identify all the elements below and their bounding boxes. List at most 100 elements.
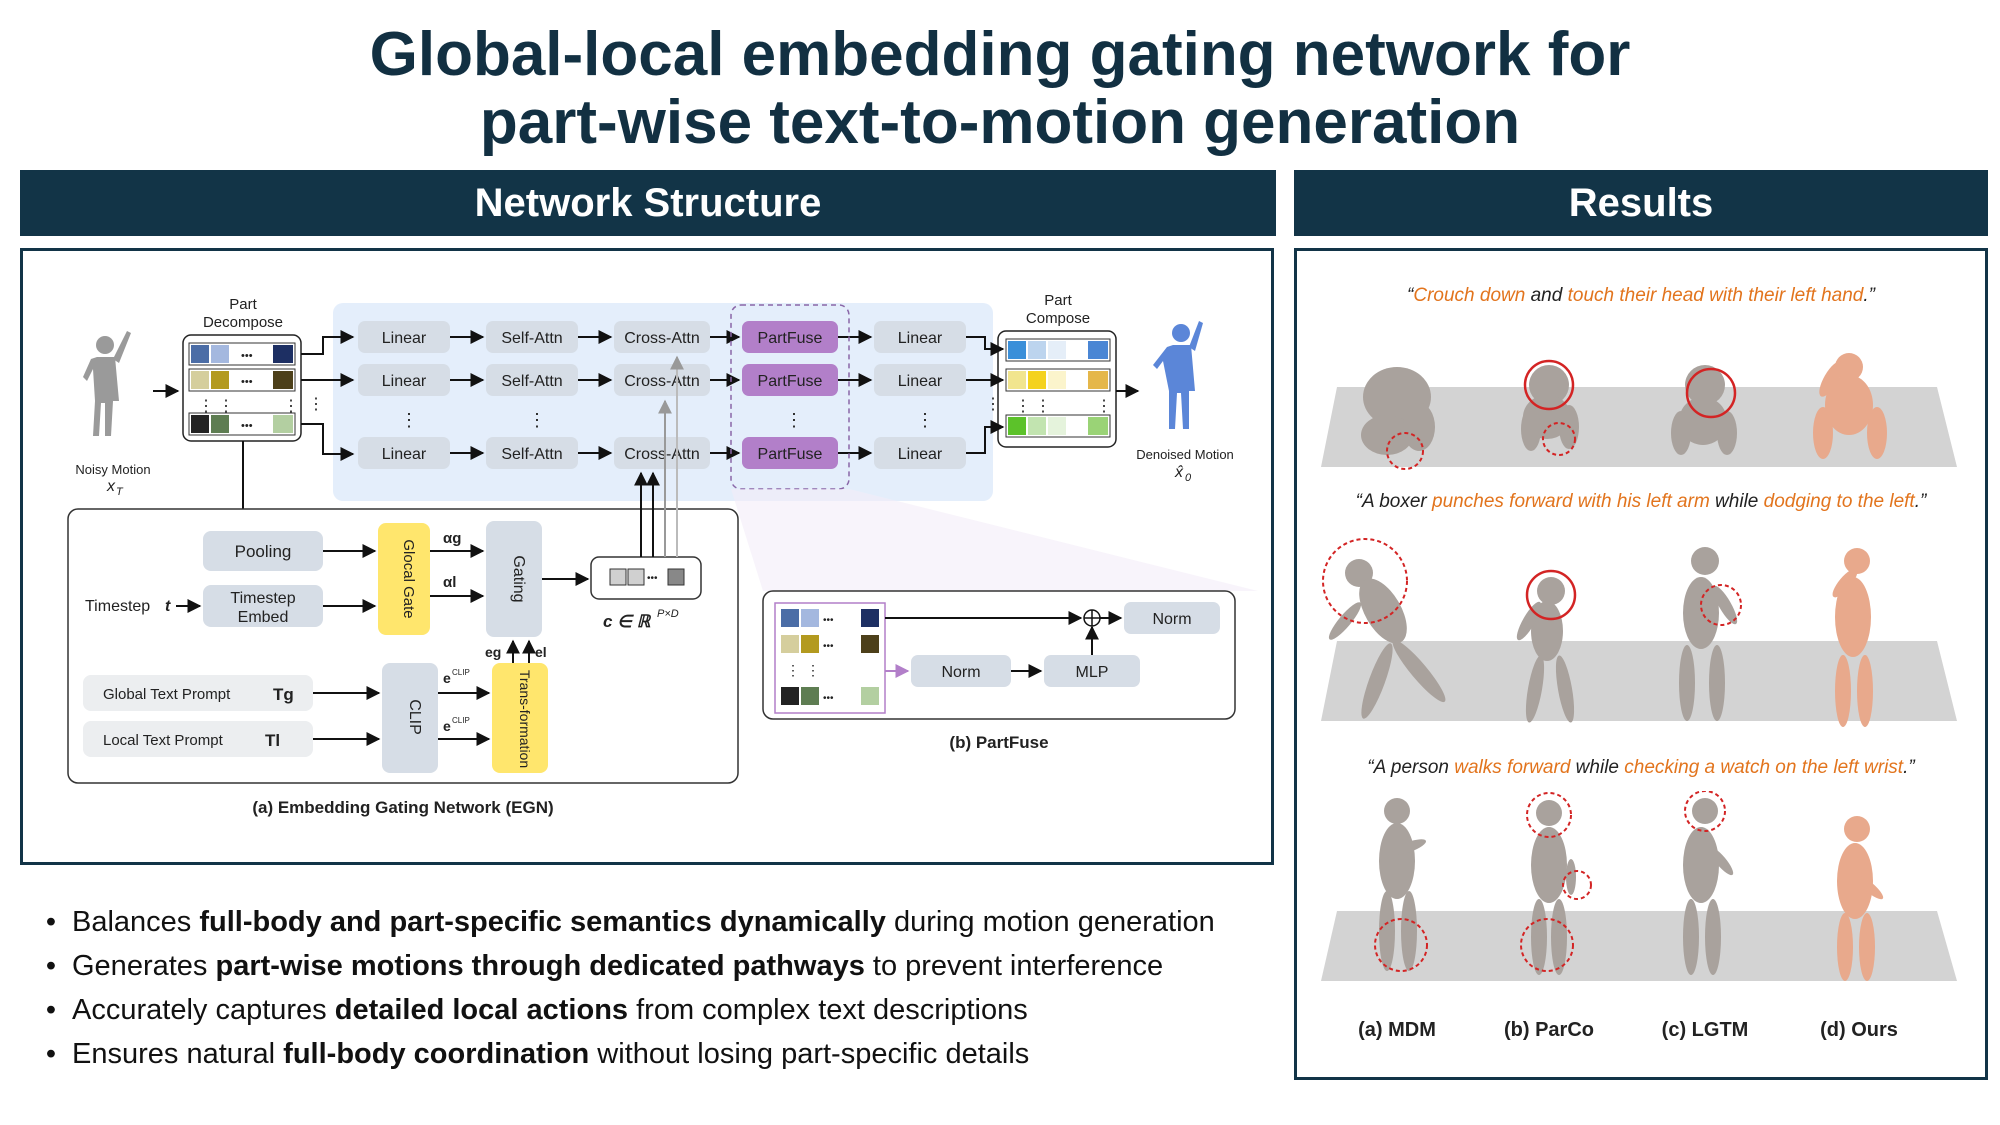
denoised-motion-symbol: x̂ [1174, 464, 1184, 481]
linear-block: Linear [382, 330, 427, 347]
condition-formula-sup: P×D [657, 608, 679, 620]
svg-text:⋮: ⋮ [1035, 398, 1051, 415]
pooling-block: Pooling [235, 542, 292, 561]
svg-text:PartFuse: PartFuse [758, 373, 823, 390]
svg-text:CLIP: CLIP [452, 668, 470, 677]
stream-row-1: Linear Self-Attn Cross-Attn PartFuse Lin… [358, 321, 966, 353]
svg-text:⋮: ⋮ [400, 410, 418, 430]
figure-mdm-2 [1328, 559, 1446, 719]
figure-ours-2 [1832, 548, 1873, 727]
svg-text:Self-Attn: Self-Attn [501, 446, 562, 463]
compose-row-1 [1005, 338, 1111, 362]
bullet-item: •Accurately captures detailed local acti… [45, 994, 1028, 1026]
linear-block: Linear [898, 330, 943, 347]
svg-text:⋮: ⋮ [283, 398, 299, 415]
transformation-block: Trans-formation [517, 670, 533, 768]
bullet-item: •Generates part-wise motions through ded… [45, 950, 1164, 982]
result-prompt-3: “A person walks forward while checking a… [1367, 757, 1915, 778]
svg-text:•••: ••• [241, 420, 253, 432]
method-label-mdm: (a) MDM [1358, 1019, 1436, 1041]
svg-text:•••: ••• [647, 573, 658, 584]
e-l-label: el [535, 644, 547, 660]
result-row-2 [1321, 538, 1957, 727]
egn-caption: (a) Embedding Gating Network (EGN) [252, 798, 553, 817]
noisy-motion-sub: T [116, 486, 124, 498]
gating-block: Gating [510, 555, 527, 602]
denoised-motion-sub: 0 [1185, 472, 1192, 484]
part-compose-label-1: Part [1044, 292, 1072, 309]
compose-row-2 [1005, 368, 1111, 392]
noisy-motion-figure [83, 331, 131, 436]
denoised-motion-label: Denoised Motion [1136, 447, 1234, 462]
condition-box [590, 556, 702, 600]
svg-text:•••: ••• [241, 376, 253, 388]
alpha-g-label: αg [443, 530, 461, 547]
results-panel: “Crouch down and touch their head with t… [1294, 248, 1988, 1080]
svg-text:Self-Attn: Self-Attn [501, 373, 562, 390]
svg-text:•••: ••• [241, 350, 253, 362]
norm-block: Norm [941, 664, 980, 681]
cross-attn-block: Cross-Attn [624, 330, 700, 347]
network-diagram: Noisy Motion x T Part Decompose ••• ••• … [67, 292, 1258, 817]
figure-parco-2 [1516, 577, 1575, 723]
svg-text:⋮: ⋮ [985, 396, 1001, 413]
figure-lgtm-3 [1683, 798, 1734, 975]
glocal-gate-block: Glocal Gate [400, 539, 417, 618]
svg-text:•••: ••• [823, 615, 834, 626]
stream-row-2: Linear Self-Attn Cross-Attn PartFuse Lin… [358, 364, 966, 396]
self-attn-block: Self-Attn [501, 330, 562, 347]
figure-ours-1 [1813, 353, 1887, 459]
svg-text:PartFuse: PartFuse [758, 446, 823, 463]
svg-text:Linear: Linear [898, 373, 943, 390]
svg-text:•••: ••• [823, 693, 834, 704]
svg-text:Linear: Linear [382, 446, 427, 463]
global-prompt-symbol: Tg [273, 685, 294, 704]
bullet-item: •Balances full-body and part-specific se… [45, 906, 1215, 938]
e-g-label: eg [485, 644, 501, 660]
svg-text:⋮: ⋮ [916, 410, 934, 430]
timestep-label: Timestep [85, 598, 150, 615]
local-prompt-symbol: Tl [265, 731, 280, 750]
network-structure-panel: Noisy Motion x T Part Decompose ••• ••• … [20, 248, 1274, 865]
svg-text:Cross-Attn: Cross-Attn [624, 373, 700, 390]
decompose-row-2: ••• [188, 368, 296, 392]
part-decompose-label-1: Part [229, 296, 257, 313]
mlp-block: MLP [1076, 664, 1109, 681]
timestep-embed-block-1: Timestep [230, 590, 295, 607]
network-structure-banner: Network Structure [20, 170, 1276, 236]
figure-ours-3 [1837, 816, 1884, 981]
egn-box [67, 508, 739, 784]
method-label-lgtm: (c) LGTM [1661, 1019, 1749, 1041]
result-row-1 [1321, 353, 1957, 470]
method-label-parco: (b) ParCo [1504, 1019, 1594, 1041]
figure-mdm-3 [1379, 798, 1427, 971]
e-l-clip-label: e [443, 718, 451, 734]
compose-row-3 [1005, 414, 1111, 438]
svg-text:⋮: ⋮ [528, 410, 546, 430]
alpha-l-label: αl [443, 574, 456, 591]
svg-text:Cross-Attn: Cross-Attn [624, 446, 700, 463]
figure-parco-3 [1531, 800, 1576, 975]
partfuse-block: PartFuse [758, 330, 823, 347]
bullet-item: •Ensures natural full-body coordination … [45, 1038, 1030, 1070]
denoised-motion-figure [1153, 321, 1203, 429]
result-prompt-1: “Crouch down and touch their head with t… [1407, 285, 1875, 306]
stream-row-3: Linear Self-Attn Cross-Attn PartFuse Lin… [358, 437, 966, 469]
clip-block: CLIP [406, 699, 423, 735]
svg-text:⋮: ⋮ [806, 662, 820, 678]
svg-text:CLIP: CLIP [452, 716, 470, 725]
svg-text:⋮: ⋮ [218, 398, 234, 415]
svg-text:⋮: ⋮ [1015, 398, 1031, 415]
svg-text:⋮: ⋮ [198, 398, 214, 415]
timestep-var: t [165, 598, 171, 615]
svg-text:⋮: ⋮ [308, 396, 324, 413]
part-compose-label-2: Compose [1026, 310, 1090, 327]
svg-text:⋮: ⋮ [786, 662, 800, 678]
figure-mdm-1 [1361, 367, 1435, 455]
page-title-line-1: Global-local embedding gating network fo… [369, 20, 1631, 89]
e-g-clip-label: e [443, 670, 451, 686]
decompose-row-1: ••• [188, 342, 296, 366]
noisy-motion-symbol: x [106, 478, 116, 495]
norm-output-block: Norm [1152, 611, 1191, 628]
decompose-row-3: ••• [188, 412, 296, 436]
